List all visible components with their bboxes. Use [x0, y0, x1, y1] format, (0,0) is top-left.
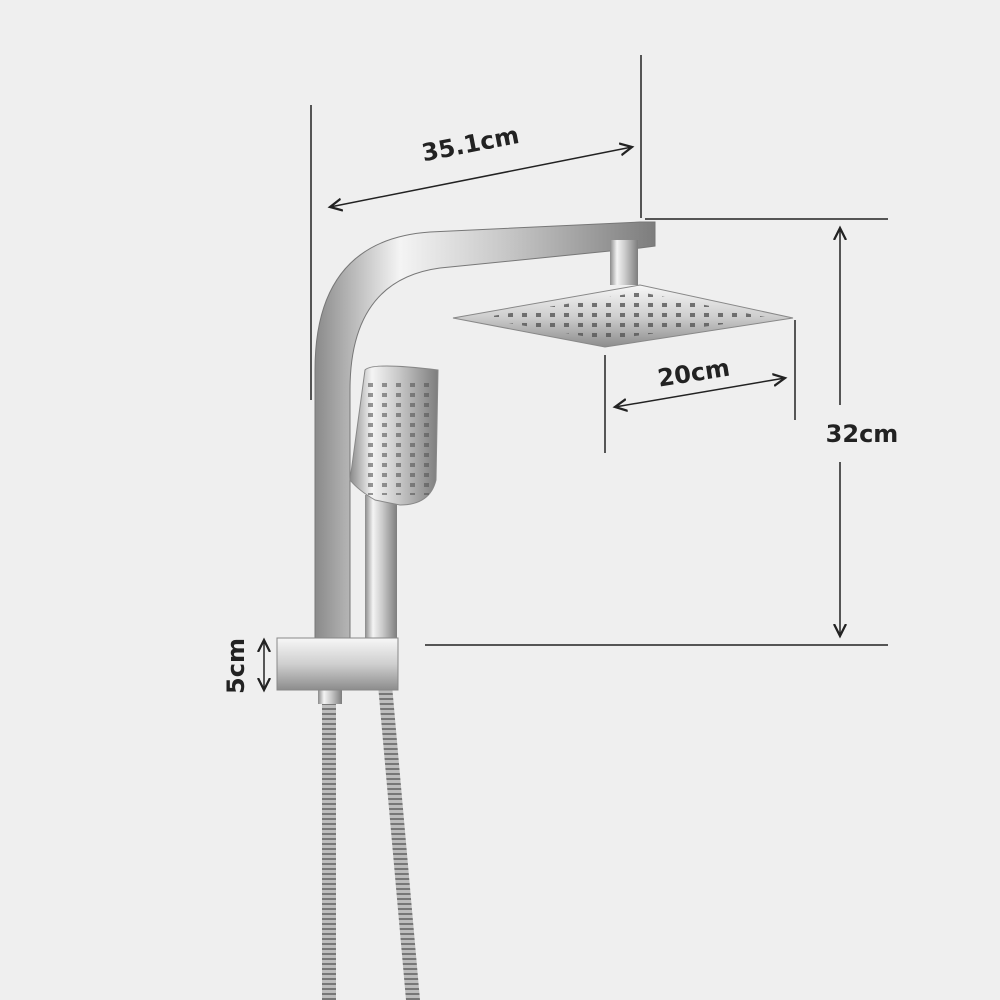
arm-elbow: [610, 240, 638, 285]
arrow-head-width: [615, 378, 785, 407]
bracket-height-label: 5cm: [222, 638, 250, 694]
wall-bracket: [276, 637, 399, 691]
head-width-label: 20cm: [656, 354, 732, 393]
hose-left: [322, 690, 336, 1000]
riser-arm: [314, 221, 656, 646]
rain-shower-head: [452, 284, 794, 348]
arm-length-label: 35.1cm: [419, 121, 521, 167]
hose-right: [378, 685, 420, 1000]
arrow-arm-length: [330, 147, 632, 207]
height-label: 32cm: [826, 420, 899, 448]
shower-set: [276, 221, 794, 1000]
dimension-lines: [264, 55, 888, 690]
handheld-shower: [349, 365, 439, 645]
